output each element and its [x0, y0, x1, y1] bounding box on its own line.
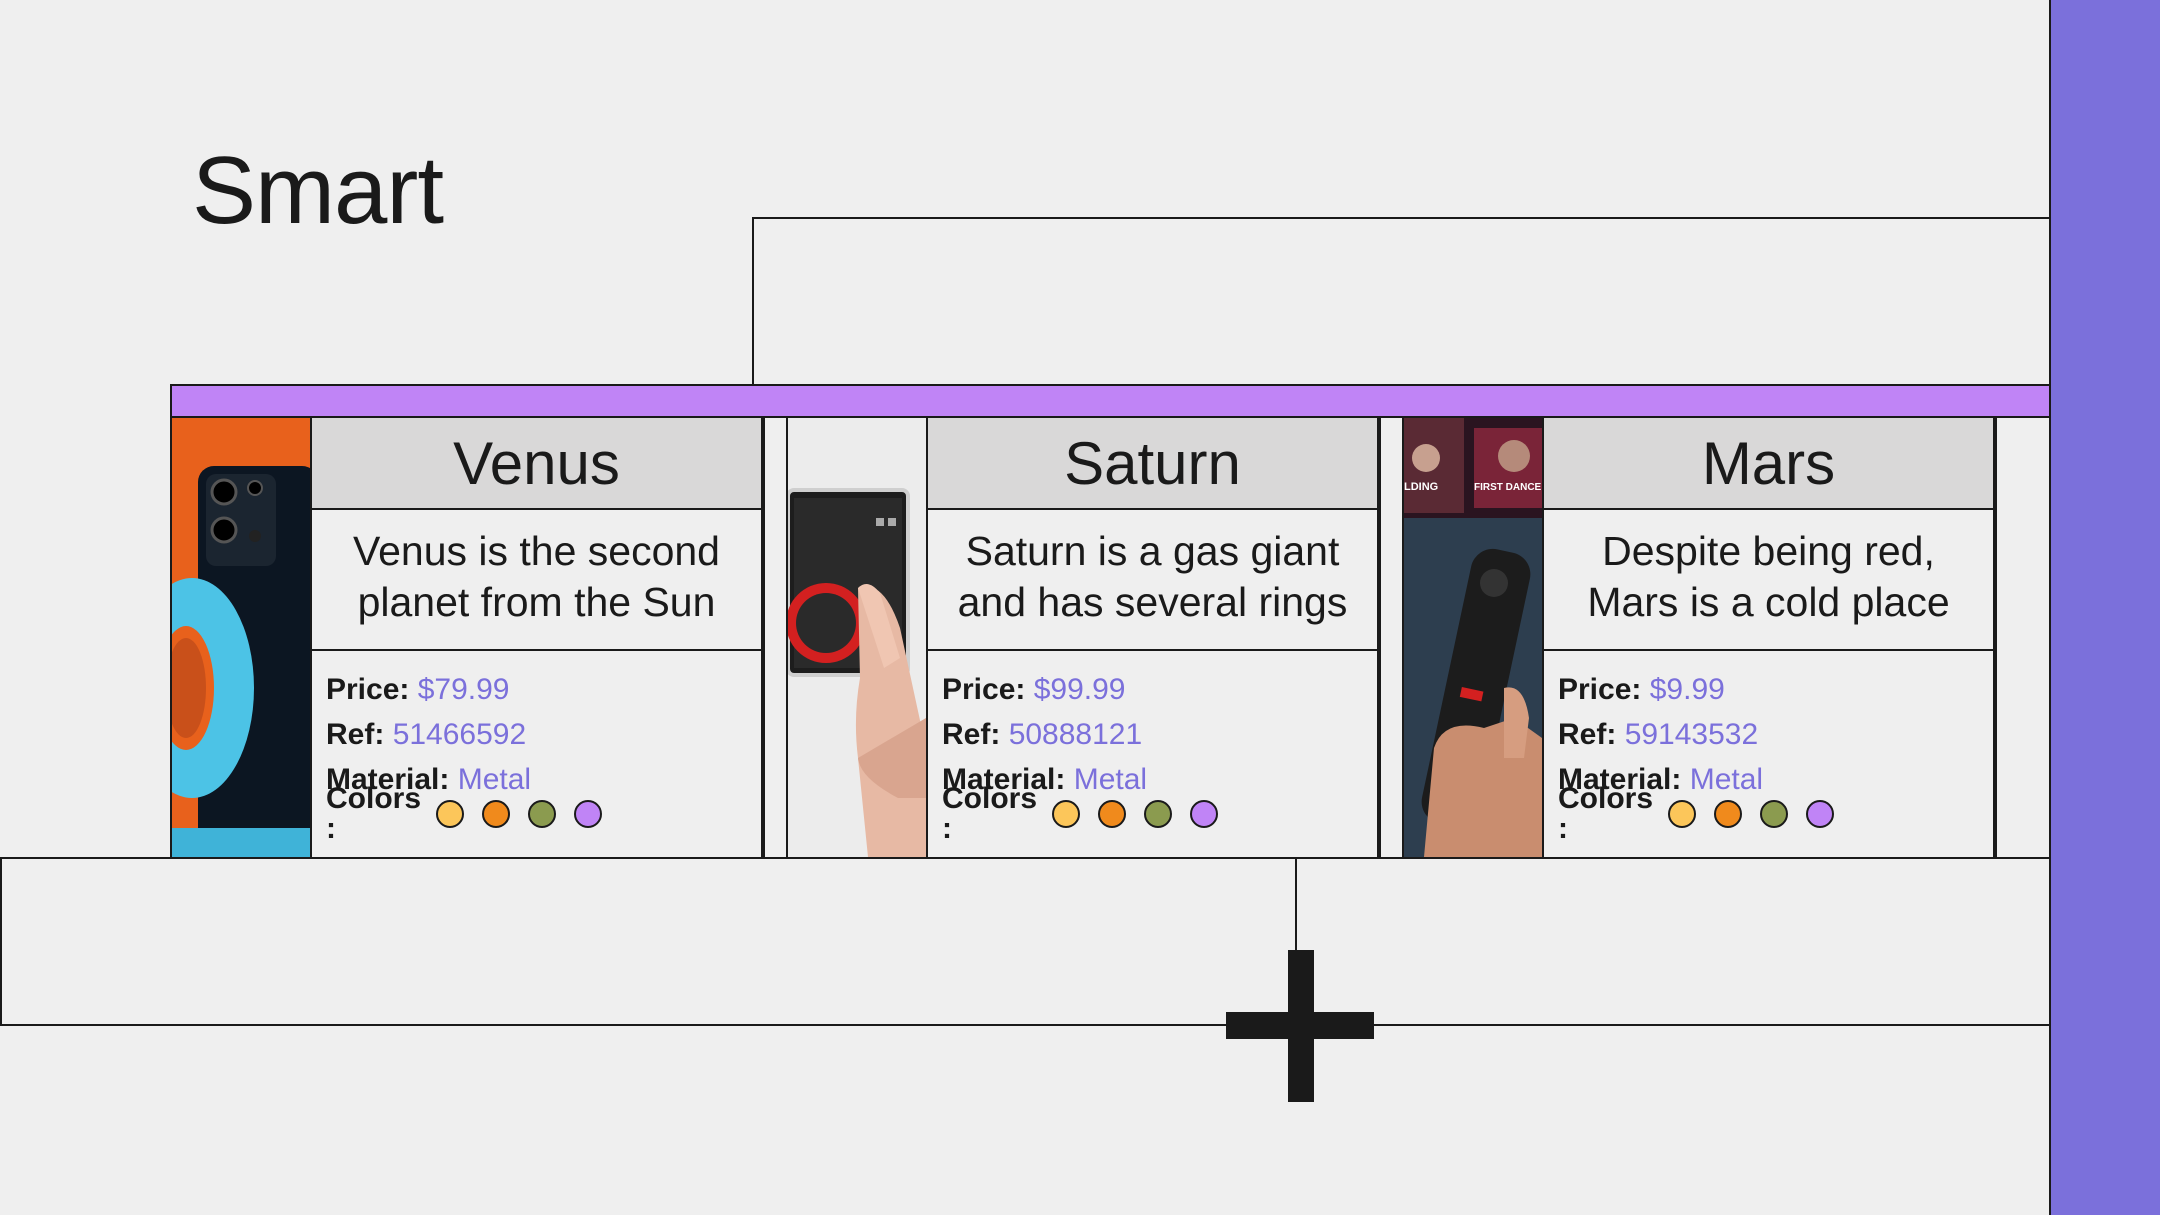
price-row: Price: $9.99 — [1558, 673, 1725, 706]
product-description: Venus is the second planet from the Sun — [312, 510, 761, 651]
product-description: Despite being red, Mars is a cold place — [1544, 510, 1993, 651]
colors-label: Colors: — [1558, 782, 1654, 845]
decorative-divider — [1295, 857, 1297, 959]
accent-strip — [170, 384, 2049, 418]
product-specs: Price: $99.99 Ref: 50888121 Material: Me… — [928, 651, 1377, 862]
material-value: Metal — [1689, 763, 1764, 796]
color-swatch[interactable] — [1668, 800, 1696, 828]
product-card-saturn: Saturn Saturn is a gas giant and has sev… — [786, 418, 1381, 857]
ref-value: 50888121 — [1008, 718, 1143, 751]
slide-title: Smart — [192, 137, 444, 244]
tv-remote-photo: LDING FIRST DANCE — [1404, 418, 1544, 857]
colors-label: Colors: — [942, 782, 1038, 845]
color-swatch[interactable] — [1052, 800, 1080, 828]
color-swatch[interactable] — [1190, 800, 1218, 828]
photo-caption-right: FIRST DANCE — [1474, 482, 1542, 493]
price-value: $99.99 — [1033, 673, 1126, 706]
product-name: Mars — [1544, 418, 1993, 510]
ref-row: Ref: 59143532 — [1558, 718, 1759, 751]
smart-home-panel-photo — [788, 418, 928, 857]
material-row: Material: Metal — [326, 763, 532, 796]
product-specs: Price: $9.99 Ref: 59143532 Material: Met… — [1544, 651, 1993, 862]
color-swatches — [1668, 800, 1834, 828]
accent-side-bar — [2049, 0, 2160, 1215]
photo-caption-left: LDING — [1404, 481, 1438, 493]
material-value: Metal — [1073, 763, 1148, 796]
ref-value: 59143532 — [1624, 718, 1759, 751]
colors-row: Colors: — [942, 784, 1377, 862]
color-swatch[interactable] — [1144, 800, 1172, 828]
plus-icon-bar — [1226, 1012, 1374, 1039]
material-value: Metal — [457, 763, 532, 796]
product-name: Venus — [312, 418, 761, 510]
price-value: $79.99 — [417, 673, 510, 706]
material-row: Material: Metal — [942, 763, 1148, 796]
price-value: $9.99 — [1649, 673, 1725, 706]
colors-row: Colors: — [326, 784, 761, 862]
color-swatch[interactable] — [1760, 800, 1788, 828]
product-card-venus: Venus Venus is the second planet from th… — [170, 418, 765, 857]
ref-value: 51466592 — [392, 718, 527, 751]
colors-row: Colors: — [1558, 784, 1993, 862]
decorative-frame-top — [752, 217, 2049, 387]
material-row: Material: Metal — [1558, 763, 1764, 796]
price-row: Price: $79.99 — [326, 673, 510, 706]
color-swatch[interactable] — [1806, 800, 1834, 828]
color-swatch[interactable] — [1714, 800, 1742, 828]
color-swatch[interactable] — [528, 800, 556, 828]
color-swatches — [436, 800, 602, 828]
product-card-mars: LDING FIRST DANCE Mars Despite being red… — [1402, 418, 1997, 857]
decorative-frame-bottom — [0, 857, 2049, 1026]
colors-label: Colors: — [326, 782, 422, 845]
color-swatch[interactable] — [436, 800, 464, 828]
product-info: Saturn Saturn is a gas giant and has sev… — [928, 418, 1379, 857]
smartphone-with-tape-photo — [172, 418, 312, 857]
product-name: Saturn — [928, 418, 1377, 510]
product-specs: Price: $79.99 Ref: 51466592 Material: Me… — [312, 651, 761, 862]
product-description: Saturn is a gas giant and has several ri… — [928, 510, 1377, 651]
ref-row: Ref: 51466592 — [326, 718, 527, 751]
price-row: Price: $99.99 — [942, 673, 1126, 706]
color-swatch[interactable] — [1098, 800, 1126, 828]
product-info: Venus Venus is the second planet from th… — [312, 418, 763, 857]
color-swatch[interactable] — [482, 800, 510, 828]
product-info: Mars Despite being red, Mars is a cold p… — [1544, 418, 1995, 857]
color-swatches — [1052, 800, 1218, 828]
color-swatch[interactable] — [574, 800, 602, 828]
ref-row: Ref: 50888121 — [942, 718, 1143, 751]
